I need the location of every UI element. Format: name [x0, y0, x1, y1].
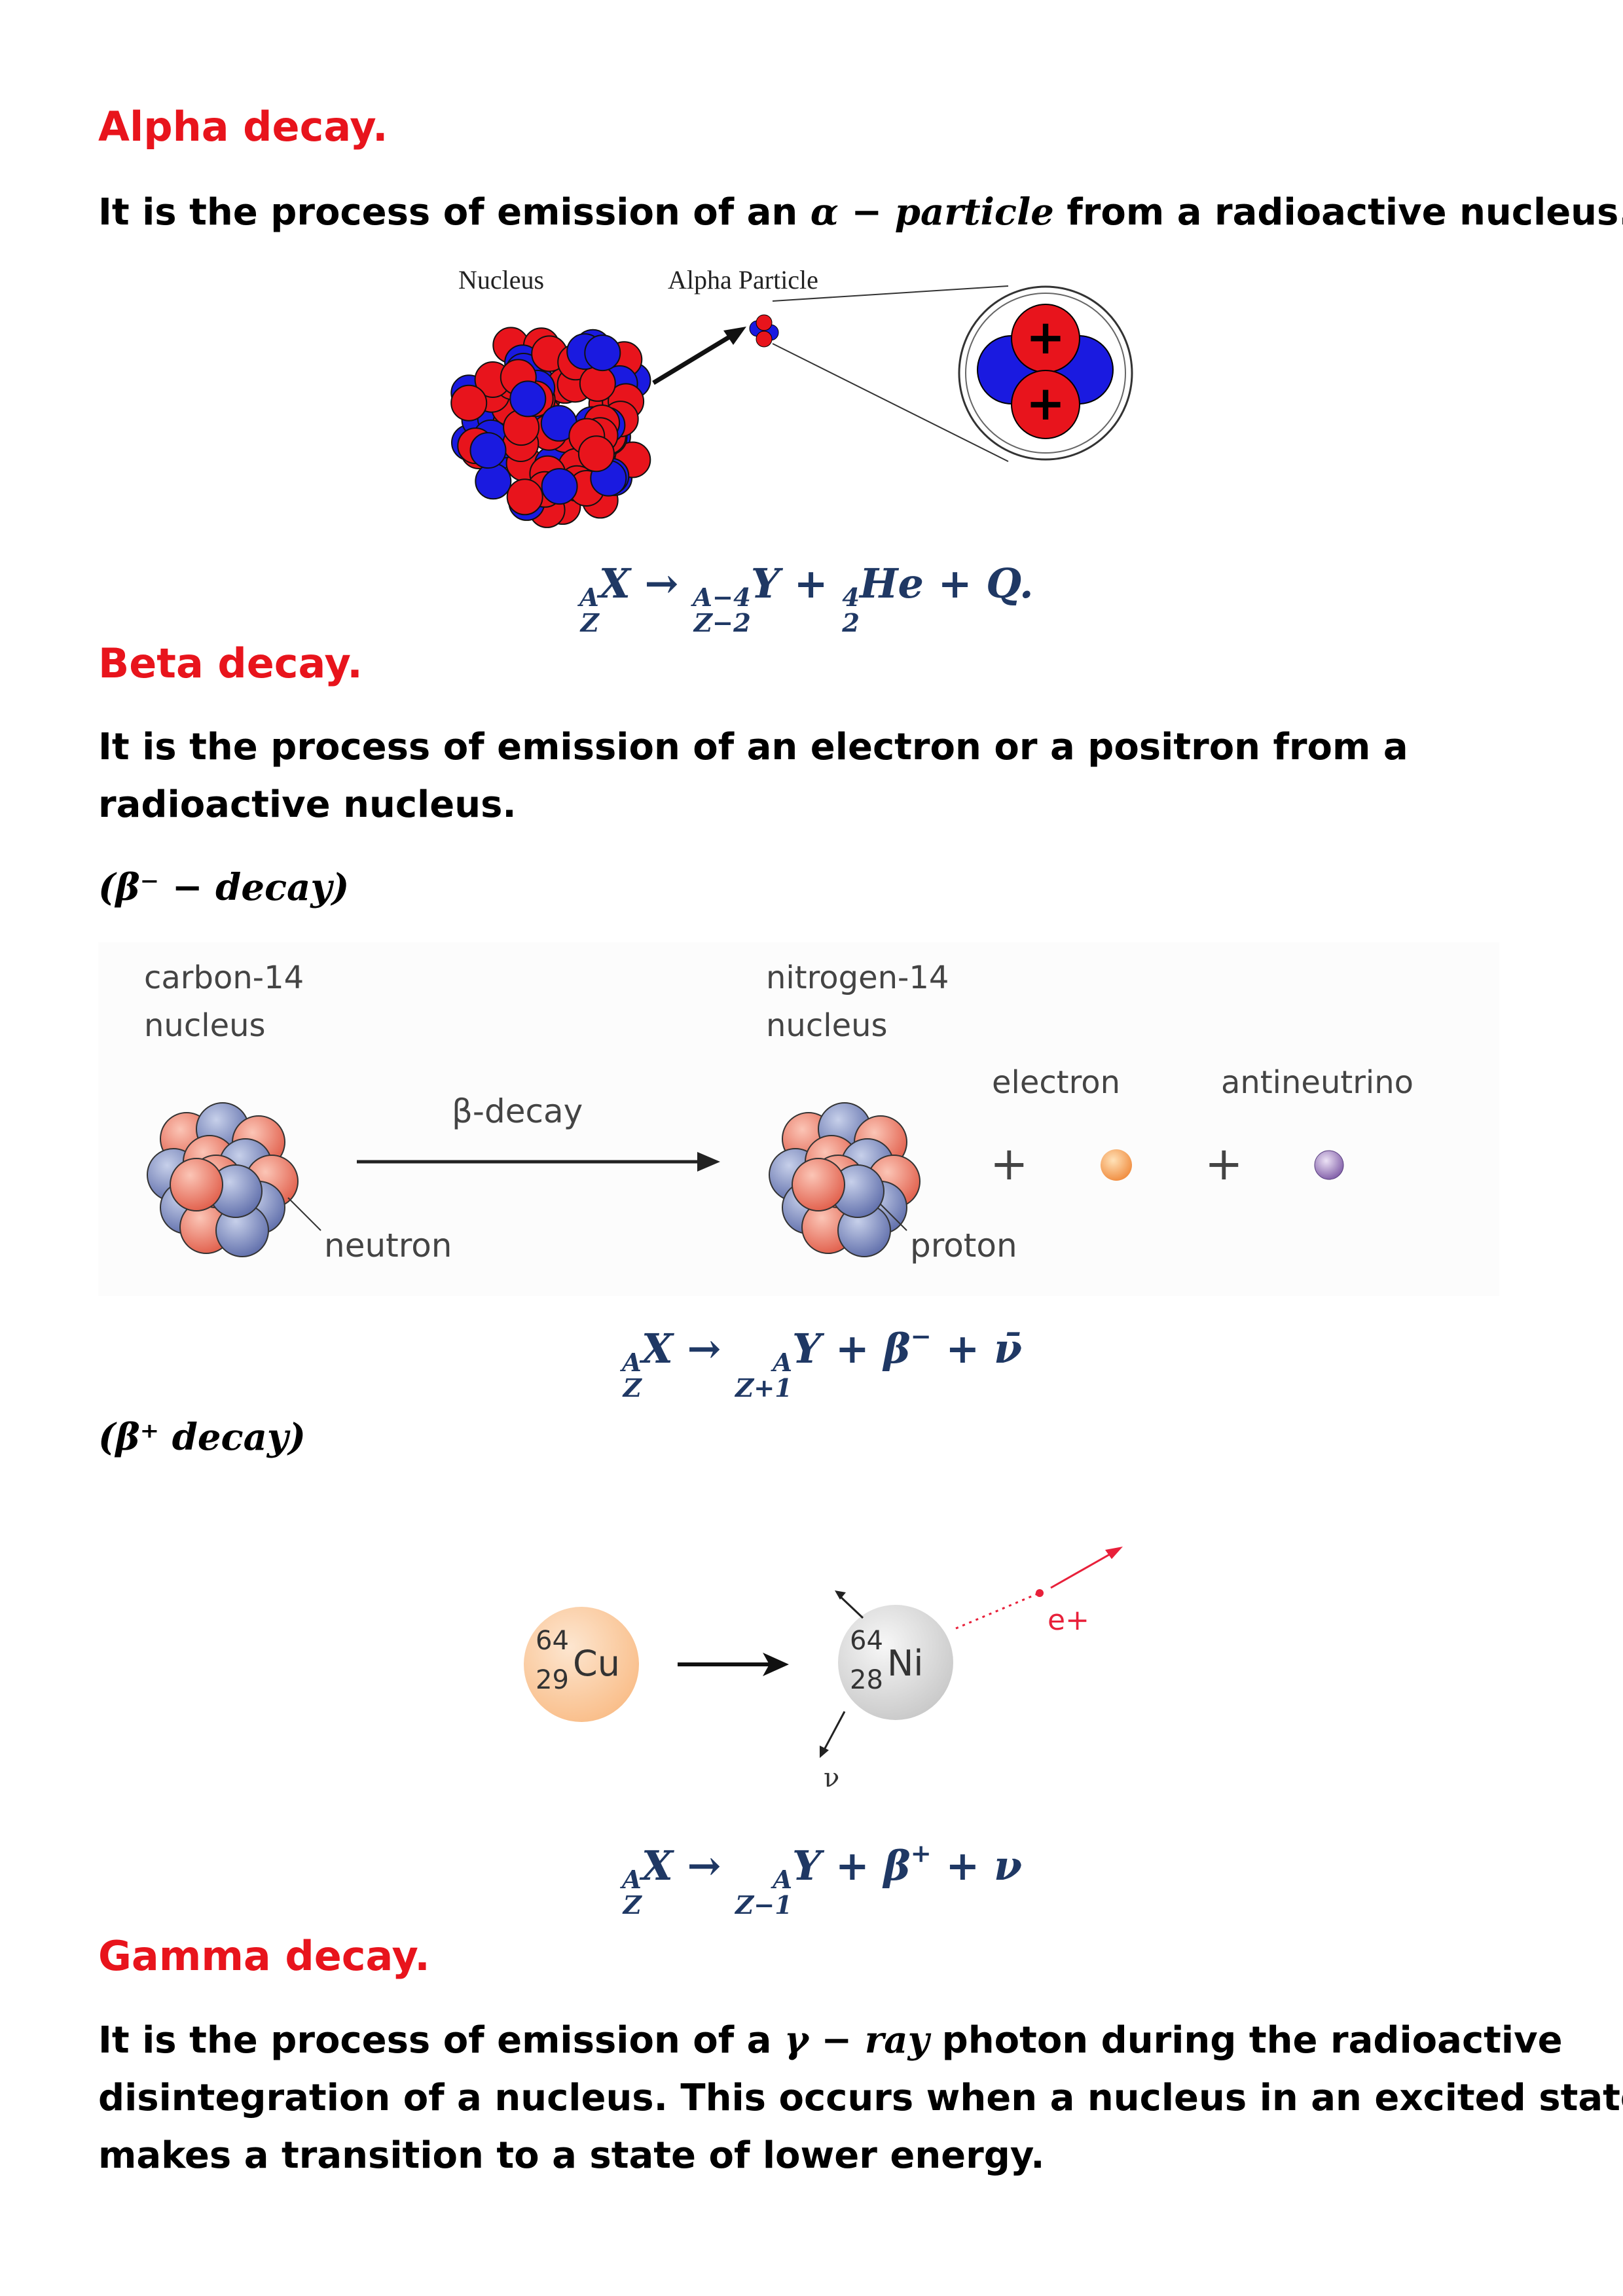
neutron	[506, 478, 543, 516]
cu-atomic-number: 29	[536, 1665, 569, 1695]
nucleus-label: Nucleus	[458, 265, 544, 295]
electron-particle	[1101, 1149, 1132, 1181]
positron-path	[955, 1592, 1038, 1630]
beta-minus-figure: carbon-14 nucleus nitrogen-14 nucleus β-…	[98, 942, 1499, 1296]
proton	[792, 1158, 845, 1211]
svg-text:+: +	[1026, 310, 1065, 365]
alpha-particle-magnified: + +	[958, 285, 1133, 461]
nitrogen-14-nucleus	[769, 1102, 921, 1257]
neutron	[469, 432, 507, 469]
neutron	[475, 463, 512, 500]
alpha-text-before: It is the process of emission of an	[98, 191, 811, 234]
alpha-particle-math: α − particle	[810, 190, 1054, 234]
ni-atomic-number: 28	[850, 1665, 883, 1695]
beta-decay-arrow-label: β-decay	[452, 1092, 583, 1130]
beta-plus-label: (β⁺ decay)	[98, 1416, 306, 1459]
proton	[170, 1158, 223, 1211]
antineutrino-particle	[1314, 1150, 1344, 1180]
alpha-particle-small	[749, 314, 779, 348]
beta-minus-label: (β⁻ − decay)	[98, 866, 350, 909]
gamma-line-2: disintegration of a nucleus. This occurs…	[98, 2077, 1623, 2119]
ni-symbol: Ni	[887, 1643, 923, 1684]
proton	[450, 384, 488, 422]
ni-mass-number: 64	[850, 1626, 883, 1656]
proton-label: proton	[910, 1227, 1017, 1265]
copper-nucleus	[524, 1607, 639, 1722]
carbon-14-nucleus	[147, 1102, 299, 1257]
beta-heading: Beta decay.	[98, 639, 363, 687]
proton	[577, 435, 615, 473]
gamma-definition: It is the process of emission of a γ − r…	[98, 2011, 1623, 2185]
emission-arrow	[652, 332, 736, 385]
electron-label: electron	[992, 1064, 1120, 1101]
gamma-line-1: It is the process of emission of a γ − r…	[98, 2018, 1563, 2062]
cu-symbol: Cu	[573, 1643, 620, 1684]
alpha-text-after: from a radioactive nucleus.	[1053, 191, 1623, 234]
neutrino-label: ν	[824, 1763, 839, 1793]
neutron-label: neutron	[324, 1227, 452, 1265]
proton	[579, 365, 616, 402]
nickel-nucleus	[838, 1605, 953, 1720]
positron-label: e+	[1048, 1604, 1089, 1637]
carbon-nucleus-label: nucleus	[144, 1007, 266, 1044]
plus-sign-2: +	[1205, 1137, 1243, 1191]
nitrogen-nucleus-label: nucleus	[766, 1007, 888, 1044]
antineutrino-label: antineutrino	[1221, 1064, 1413, 1101]
svg-text:+: +	[1026, 376, 1065, 431]
beta-plus-figure: 64 29 Cu 64 28 Ni ν e+	[524, 1547, 1123, 1793]
cu-mass-number: 64	[536, 1626, 569, 1656]
alpha-decay-figure: Nucleus Alpha Particle + +	[450, 265, 1133, 528]
alpha-particle-label: Alpha Particle	[668, 265, 818, 295]
alpha-nucleus-cluster	[450, 327, 651, 528]
proton	[541, 468, 578, 505]
gamma-heading: Gamma decay.	[98, 1932, 430, 1980]
gamma-line-3: makes a transition to a state of lower e…	[98, 2134, 1045, 2177]
alpha-heading: Alpha decay.	[98, 103, 388, 151]
neutron	[509, 380, 547, 418]
carbon-14-label: carbon-14	[144, 960, 304, 996]
plus-sign-1: +	[990, 1137, 1029, 1191]
nitrogen-14-label: nitrogen-14	[766, 960, 949, 996]
positron-particle	[1036, 1589, 1044, 1597]
neutron	[584, 334, 621, 372]
alpha-definition: It is the process of emission of an α − …	[98, 183, 1623, 242]
beta-definition: It is the process of emission of an elec…	[98, 726, 1408, 826]
